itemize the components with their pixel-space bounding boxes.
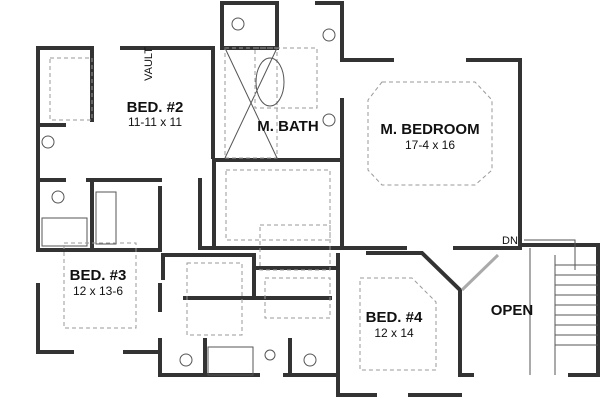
bed4-name: BED. #4 xyxy=(366,309,423,326)
open-label: OPEN xyxy=(491,302,534,319)
bed4-size: 12 x 14 xyxy=(374,326,414,340)
bed2-size: 11-11 x 11 xyxy=(128,115,182,129)
walls xyxy=(36,1,600,397)
bed3-name: BED. #3 xyxy=(70,267,127,284)
fixtures xyxy=(41,17,598,376)
vault-note: VAULT xyxy=(143,47,155,81)
bed3-size: 12 x 13-6 xyxy=(73,284,123,298)
stairs-down-label: DN xyxy=(502,235,518,247)
bed2-name: BED. #2 xyxy=(127,99,184,116)
mbath-name: M. BATH xyxy=(257,118,318,135)
mbedroom-name: M. BEDROOM xyxy=(380,121,479,138)
labels: BED. #2 11-11 x 11 VAULT M. BATH M. BEDR… xyxy=(70,47,534,340)
mbedroom-size: 17-4 x 16 xyxy=(405,138,455,152)
stairs xyxy=(524,239,598,375)
